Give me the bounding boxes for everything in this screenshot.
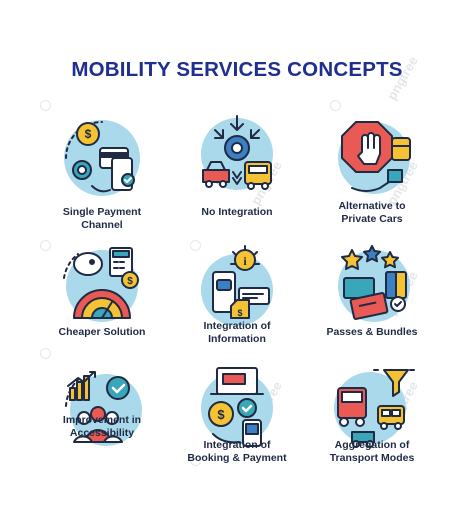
concept-label: No Integration [201, 206, 273, 218]
passes-bundles-icon [322, 238, 422, 338]
concept-label: Integration of Booking & Payment [187, 439, 287, 464]
concept-label: Alternative to Private Cars [338, 200, 406, 225]
integration-information-icon: i $ [187, 238, 287, 338]
concept-no-integration: No Integration [167, 108, 307, 238]
concept-label: Improvement in Accessibility [62, 414, 142, 439]
concept-passes-bundles: Passes & Bundles [302, 238, 442, 368]
concept-label: Single Payment Channel [62, 206, 142, 231]
watermark-dot [40, 100, 51, 111]
concept-label: Cheaper Solution [58, 326, 146, 338]
alternative-cars-icon [322, 108, 422, 208]
concept-label: Integration of Information [203, 320, 271, 345]
page-title: MOBILITY SERVICES CONCEPTS [71, 58, 403, 81]
watermark-dot [190, 240, 201, 251]
concept-label: Aggregation of Transport Modes [329, 439, 415, 464]
cheaper-solution-icon: $ [52, 238, 152, 338]
concept-single-payment-channel: $ Single Payment Channel [32, 108, 172, 238]
svg-text:i: i [243, 254, 247, 268]
concept-alternative-private-cars: Alternative to Private Cars [302, 108, 442, 238]
svg-text:$: $ [127, 276, 133, 287]
concept-aggregation-transport-modes: Aggregation of Transport Modes [302, 362, 442, 492]
accessibility-icon [52, 362, 152, 462]
payment-channel-icon: $ [52, 108, 152, 208]
concept-improvement-accessibility: Improvement in Accessibility [32, 362, 172, 492]
watermark-dot [40, 240, 51, 251]
svg-text:$: $ [217, 407, 225, 422]
booking-payment-icon: $ [187, 362, 287, 462]
no-integration-icon [187, 108, 287, 208]
concept-integration-booking-payment: $ Integration of Booking & Payment [167, 362, 307, 492]
aggregation-transport-icon [322, 362, 422, 462]
watermark-dot [190, 455, 201, 466]
concept-integration-information: i $ Integration of Information [167, 238, 307, 368]
watermark-dot [40, 348, 51, 359]
concept-label: Passes & Bundles [326, 326, 418, 338]
watermark-dot [330, 100, 341, 111]
svg-text:$: $ [237, 308, 242, 318]
concept-cheaper-solution: $ Cheaper Solution [32, 238, 172, 368]
svg-text:$: $ [85, 127, 92, 141]
